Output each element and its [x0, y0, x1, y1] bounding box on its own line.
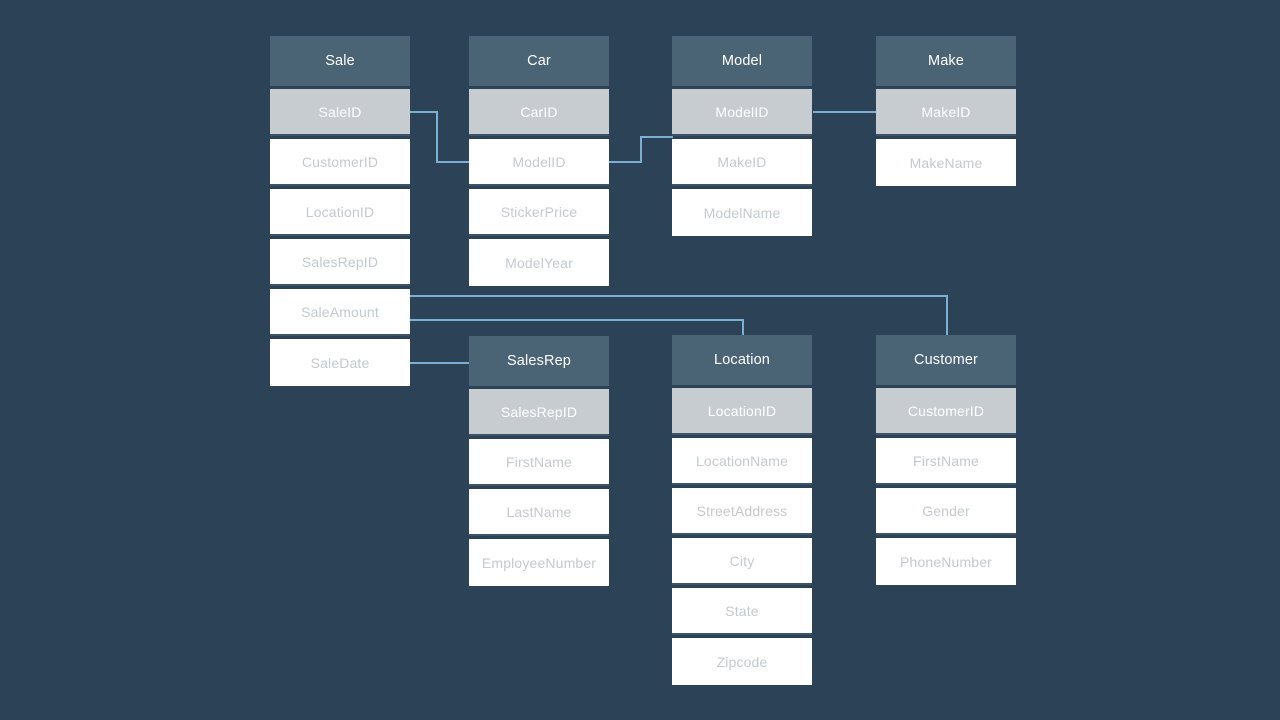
column-label: City	[729, 552, 755, 569]
column-row[interactable]: SaleDate	[270, 339, 410, 386]
column-row[interactable]: ModelName	[672, 189, 812, 236]
column-row[interactable]: CustomerID	[876, 388, 1016, 435]
column-row[interactable]: MakeID	[876, 89, 1016, 136]
column-row[interactable]: StickerPrice	[469, 189, 609, 236]
column-row[interactable]: ModelYear	[469, 239, 609, 286]
column-row[interactable]: LastName	[469, 489, 609, 536]
table-header-salesrep: SalesRep	[469, 336, 609, 386]
column-row[interactable]: Zipcode	[672, 638, 812, 685]
column-label: StreetAddress	[696, 502, 788, 519]
column-label: SalesRepID	[301, 253, 379, 270]
table-header-sale: Sale	[270, 36, 410, 86]
column-row[interactable]: LocationID	[270, 189, 410, 236]
column-row[interactable]: ModelID	[672, 89, 812, 136]
column-row[interactable]: FirstName	[469, 439, 609, 486]
table-header-car: Car	[469, 36, 609, 86]
column-label: State	[725, 602, 759, 619]
column-label: FirstName	[913, 452, 979, 469]
column-label: CustomerID	[301, 153, 379, 170]
column-label: ModelYear	[505, 254, 573, 271]
column-label: MakeName	[909, 154, 983, 171]
table-header-make: Make	[876, 36, 1016, 86]
column-row[interactable]: SalesRepID	[270, 239, 410, 286]
column-label: CustomerID	[907, 402, 985, 419]
column-label: FirstName	[506, 453, 572, 470]
column-row[interactable]: Gender	[876, 488, 1016, 535]
column-row[interactable]: FirstName	[876, 438, 1016, 485]
column-row[interactable]: CarID	[469, 89, 609, 136]
column-label: LastName	[506, 503, 572, 520]
column-label: Gender	[922, 502, 970, 519]
column-label: MakeID	[921, 103, 971, 120]
table-header-customer: Customer	[876, 335, 1016, 385]
column-label: SaleID	[318, 103, 362, 120]
column-row[interactable]: PhoneNumber	[876, 538, 1016, 585]
column-label: LocationName	[695, 452, 789, 469]
relationship-line	[409, 111, 470, 163]
table-header-location: Location	[672, 335, 812, 385]
column-label: PhoneNumber	[900, 553, 992, 570]
column-label: LocationID	[707, 402, 777, 419]
column-row[interactable]: LocationID	[672, 388, 812, 435]
column-label: Zipcode	[716, 653, 768, 670]
column-label: StickerPrice	[500, 203, 578, 220]
column-label: ModelName	[703, 204, 781, 221]
column-label: ModelID	[512, 153, 566, 170]
column-row[interactable]: MakeID	[672, 139, 812, 186]
column-label: EmployeeNumber	[481, 554, 597, 571]
column-row[interactable]: EmployeeNumber	[469, 539, 609, 586]
column-row[interactable]: ModelID	[469, 139, 609, 186]
column-row[interactable]: SaleAmount	[270, 289, 410, 336]
column-row[interactable]: SalesRepID	[469, 389, 609, 436]
table-header-model: Model	[672, 36, 812, 86]
column-row[interactable]: SaleID	[270, 89, 410, 136]
column-row[interactable]: StreetAddress	[672, 488, 812, 535]
column-row[interactable]: LocationName	[672, 438, 812, 485]
column-label: SaleDate	[310, 354, 370, 371]
column-row[interactable]: City	[672, 538, 812, 585]
column-label: SaleAmount	[301, 303, 379, 320]
column-row[interactable]: State	[672, 588, 812, 635]
column-row[interactable]: MakeName	[876, 139, 1016, 186]
relationship-line	[409, 319, 744, 337]
column-label: ModelID	[715, 103, 769, 120]
column-label: LocationID	[305, 203, 375, 220]
column-label: MakeID	[717, 153, 767, 170]
column-label: SalesRepID	[500, 403, 578, 420]
column-row[interactable]: CustomerID	[270, 139, 410, 186]
column-label: CarID	[520, 103, 558, 120]
relationship-line	[608, 136, 673, 163]
relationship-line	[409, 295, 948, 337]
